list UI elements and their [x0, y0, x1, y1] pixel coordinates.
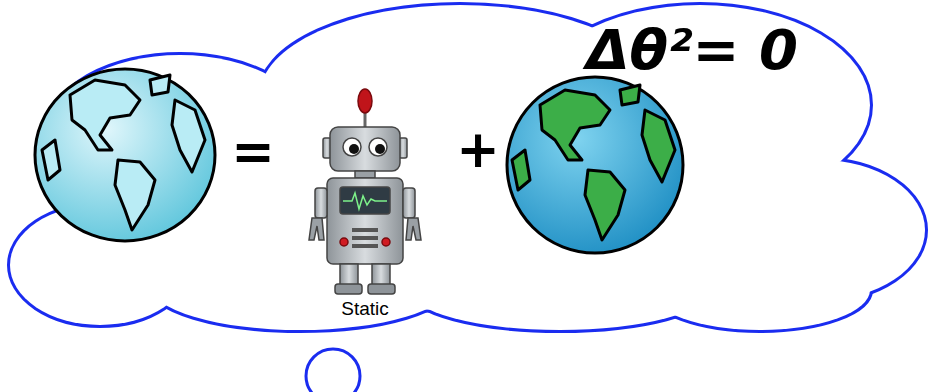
- pale-globe: [35, 69, 215, 241]
- plus-sign: +: [456, 120, 500, 180]
- cloud-fill: [10, 5, 925, 330]
- equation-text: Δθ²= 0: [586, 18, 798, 82]
- robot-figure: [309, 89, 421, 294]
- robot-caption: Static: [341, 298, 389, 320]
- cloud-outline: [10, 5, 925, 330]
- thought-bubble: [306, 349, 360, 392]
- green-globe: [507, 77, 683, 253]
- equals-sign: =: [231, 122, 275, 182]
